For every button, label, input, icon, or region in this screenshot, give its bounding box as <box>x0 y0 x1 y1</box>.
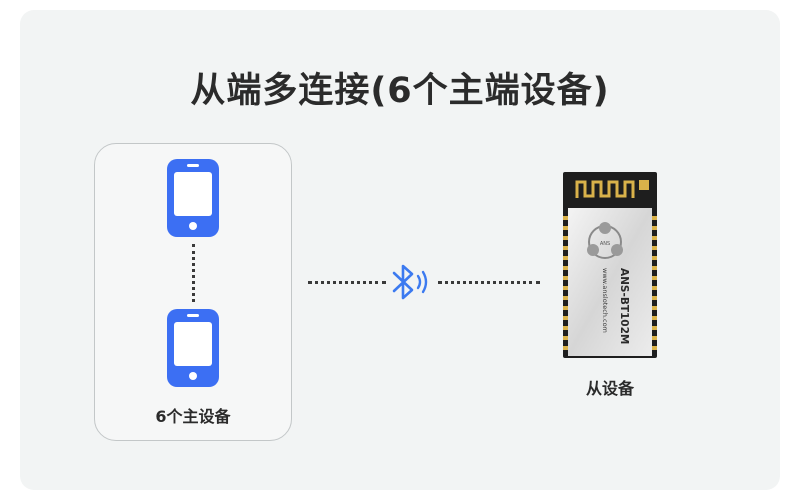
module-logo-text: ANS <box>600 241 610 247</box>
diagram-title: 从端多连接(6个主端设备) <box>190 71 610 111</box>
bluetooth-module-icon: ANS ANS-BT102M www.anslotech.com <box>563 172 657 358</box>
connection-line-vertical <box>192 244 195 302</box>
slave-device-label: 从设备 <box>585 379 634 398</box>
module-website-text: www.anslotech.com <box>601 268 609 333</box>
module-logo: ANS <box>587 222 623 259</box>
bluetooth-icon <box>392 264 428 300</box>
connection-line-left <box>308 281 386 284</box>
master-devices-label: 6个主设备 <box>155 407 231 426</box>
smartphone-icon <box>167 159 219 237</box>
smartphone-icon <box>167 309 219 387</box>
connection-line-right <box>438 281 540 284</box>
module-model-text: ANS-BT102M <box>618 268 630 344</box>
